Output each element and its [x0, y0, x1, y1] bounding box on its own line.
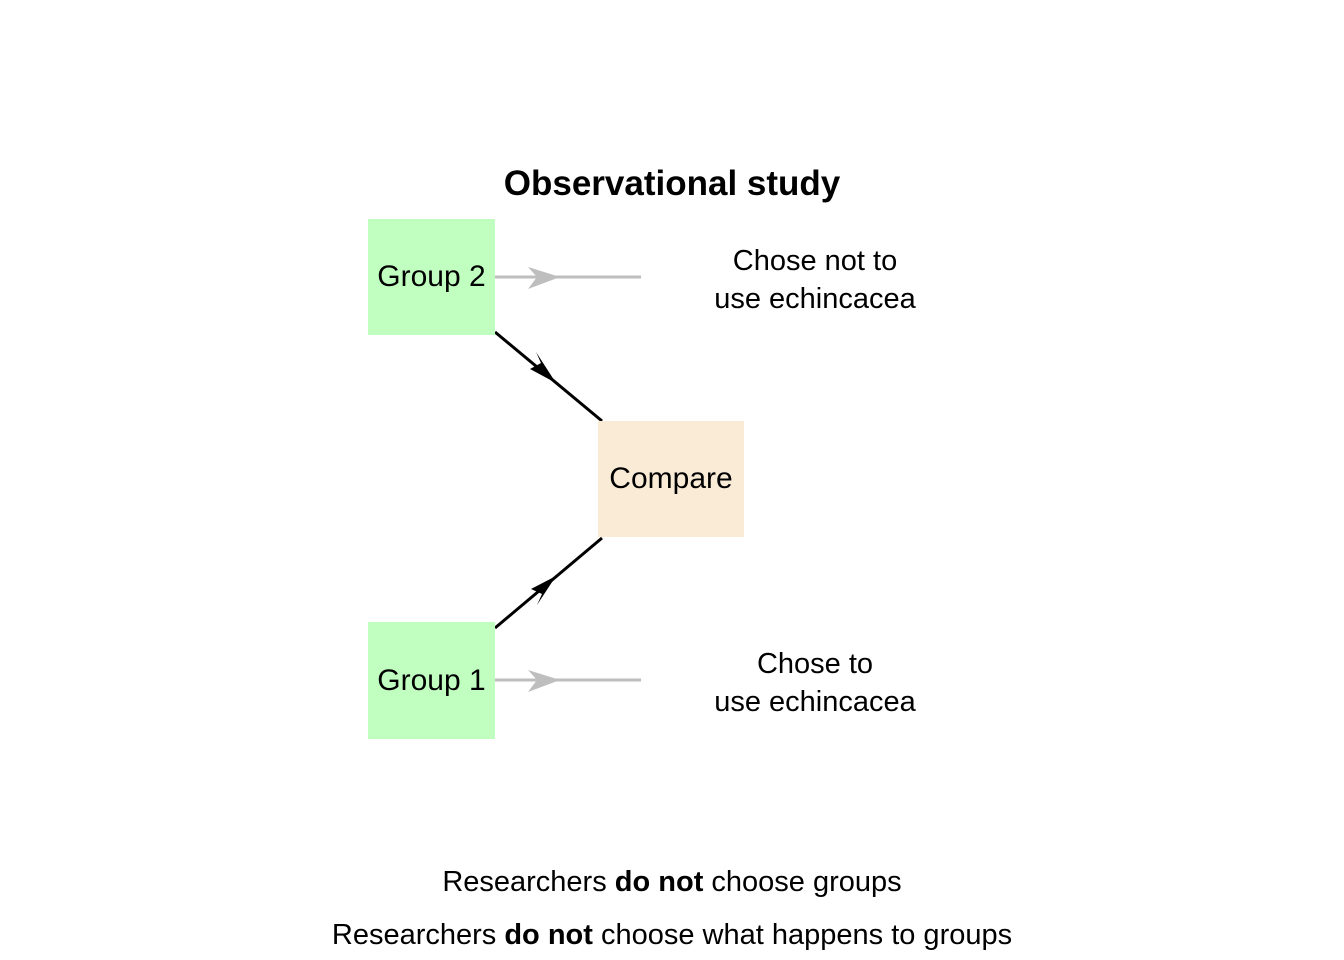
arrowhead-icon	[528, 267, 560, 289]
annotation-group2-line2: use echincacea	[714, 283, 916, 315]
node-group2: Group 2	[368, 219, 495, 335]
arrowhead-icon	[530, 352, 556, 383]
footer-line-2-pre: Researchers	[331, 919, 505, 951]
annotation-group1: Chose to use echincacea	[665, 645, 965, 721]
footer-line-1-pre: Researchers	[442, 866, 615, 898]
footer-line-1-post: choose groups	[703, 866, 902, 898]
node-compare: Compare	[598, 421, 744, 537]
arrowhead-icon	[528, 670, 560, 692]
arrowhead-icon	[531, 576, 556, 605]
annotation-group2: Chose not to use echincacea	[665, 242, 965, 318]
footer-line-1-bold: do not	[614, 866, 704, 898]
node-group1: Group 1	[368, 622, 495, 739]
node-group2-label: Group 2	[377, 260, 486, 293]
footer-line-2-post: choose what happens to groups	[592, 919, 1013, 951]
node-group1-label: Group 1	[377, 663, 486, 697]
annotation-group1-line2: use echincacea	[714, 686, 916, 718]
footer-line-2-bold: do not	[504, 919, 593, 951]
annotation-group1-line1: Chose to	[756, 648, 874, 680]
node-compare-label: Compare	[609, 462, 733, 495]
diagram-title: Observational study	[503, 164, 841, 203]
footer-line-2: Researchers do not choose what happens t…	[0, 919, 1344, 952]
annotation-group2-line1: Chose not to	[732, 245, 898, 277]
footer-line-1: Researchers do not choose groups	[0, 866, 1344, 899]
